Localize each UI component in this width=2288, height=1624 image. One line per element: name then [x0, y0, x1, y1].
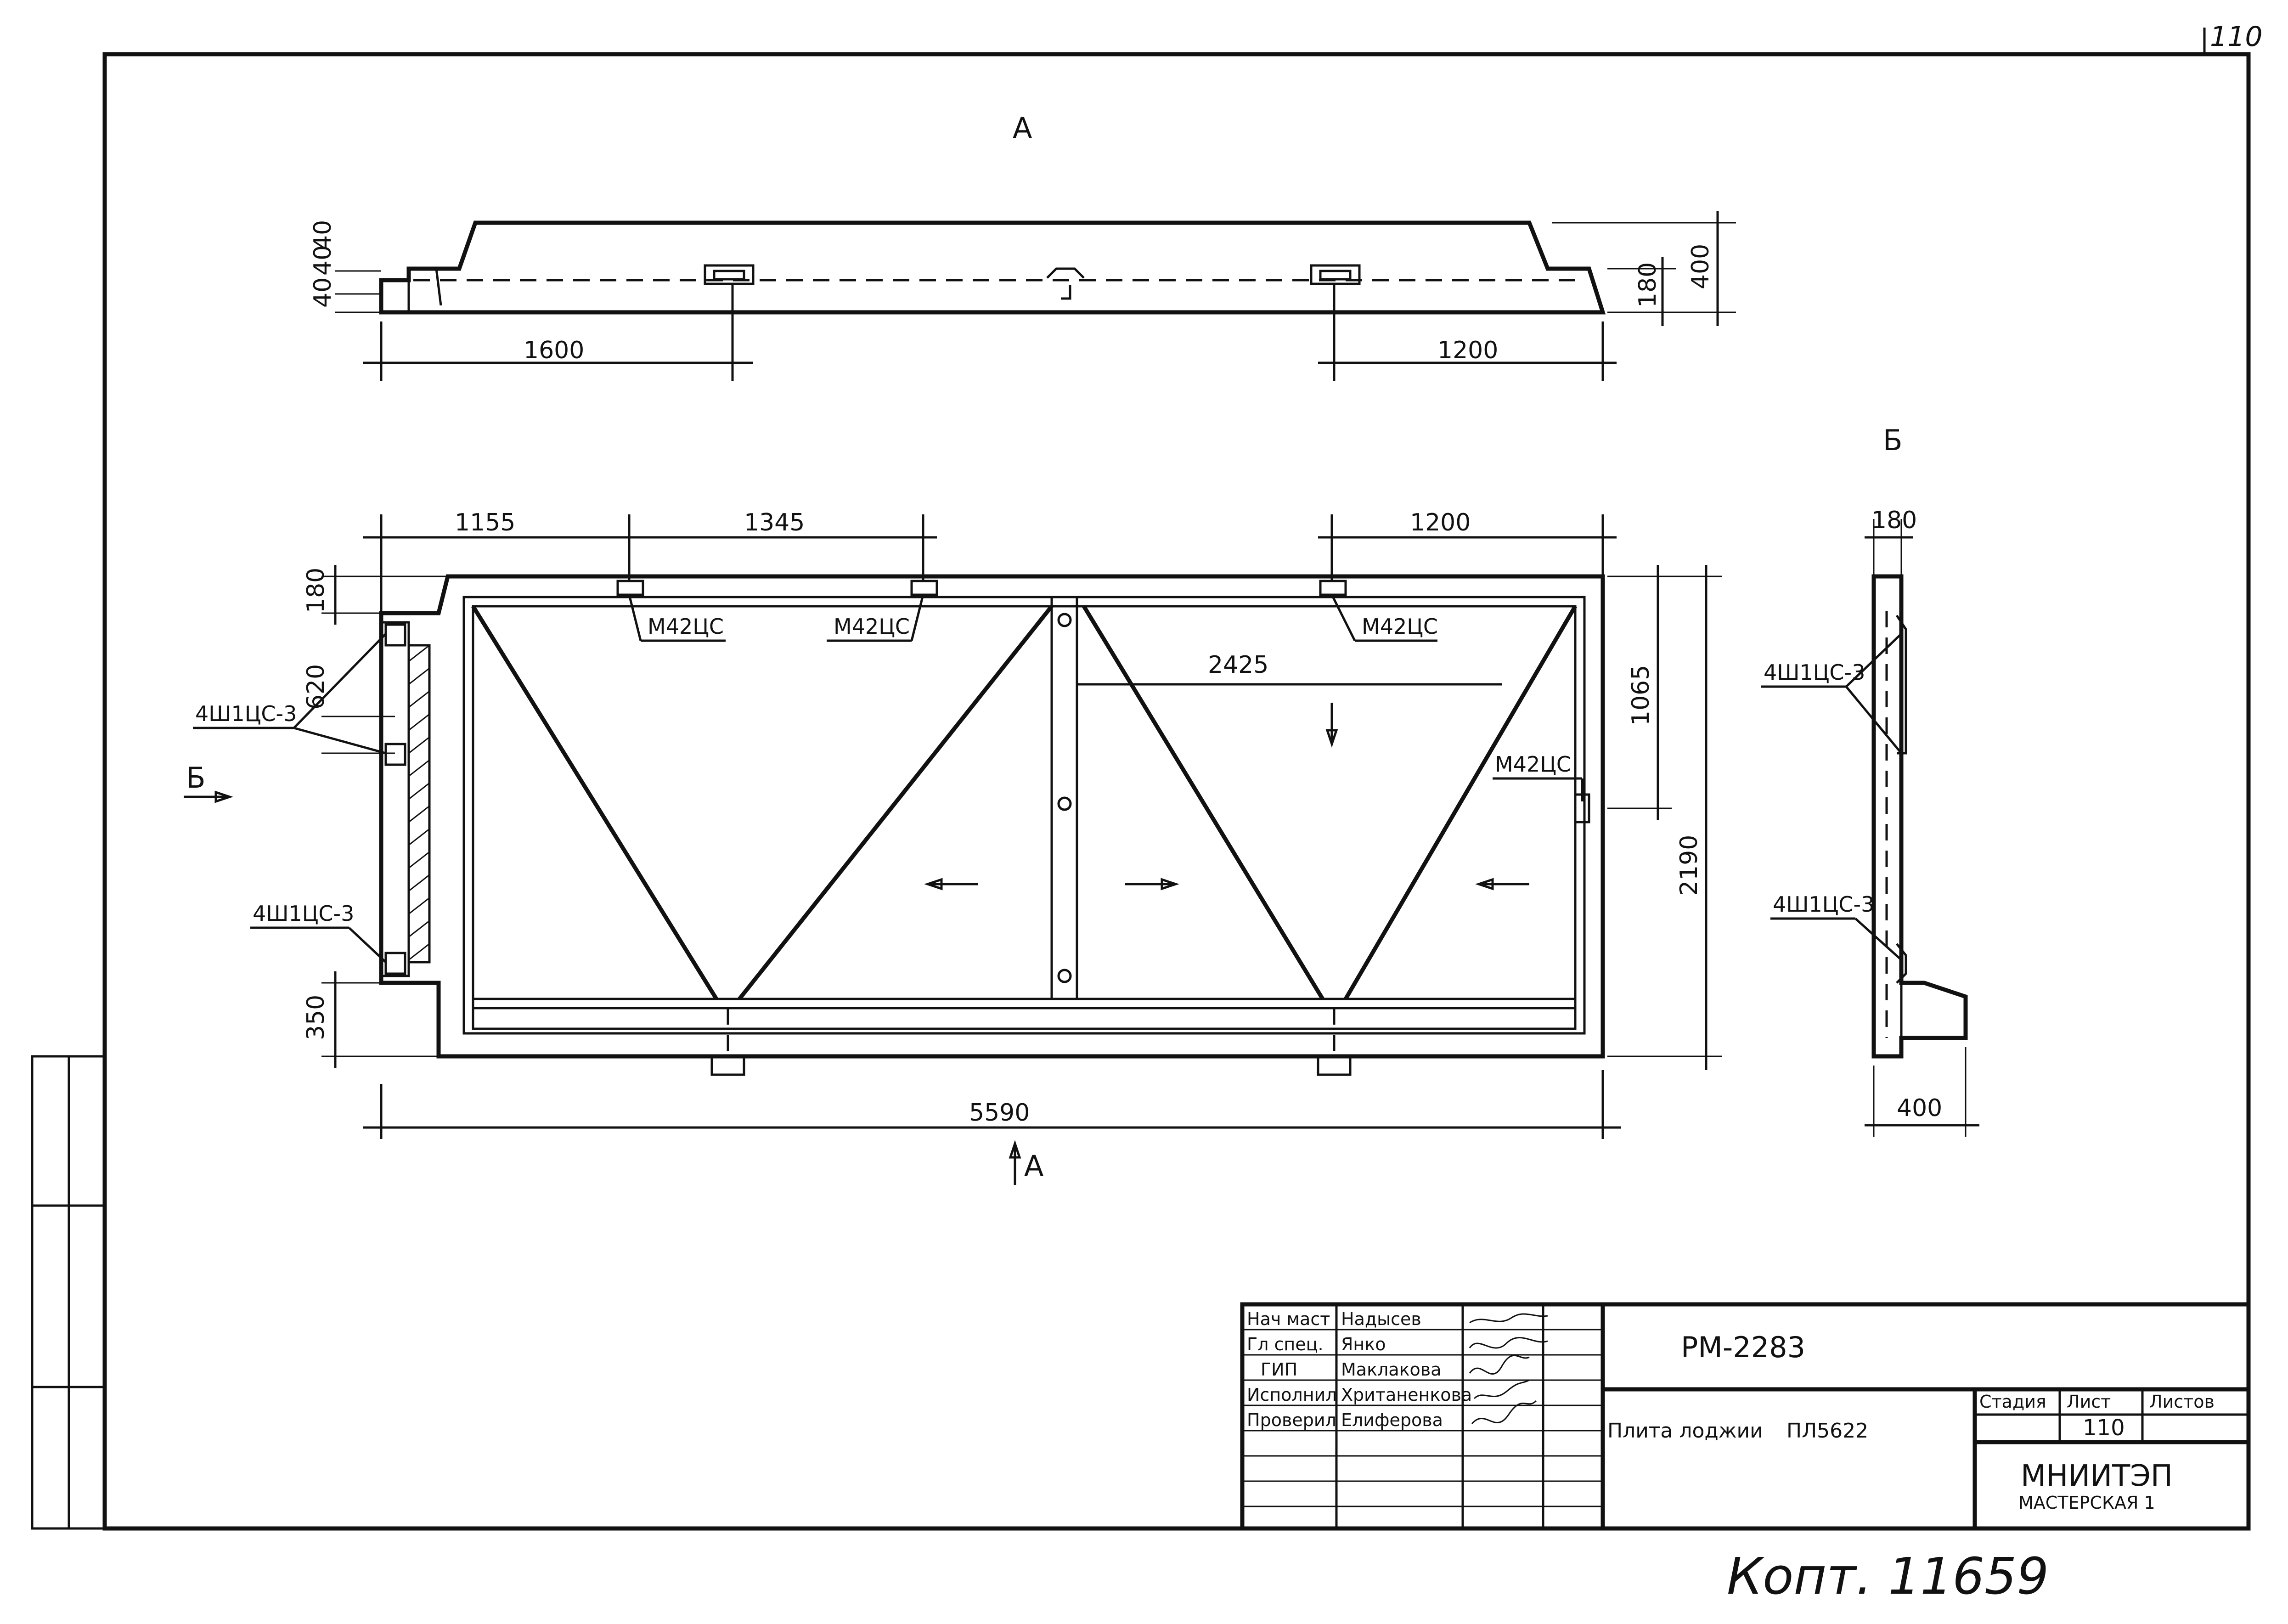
plan-dim-right-inner: 1065 [1627, 665, 1655, 726]
tb-name-0: Надысев [1341, 1309, 1421, 1329]
plan-callout-m2: М42ЦС [834, 614, 910, 639]
plan-callout-left-lower: 4Ш1ЦС-3 [253, 901, 354, 926]
view-b-dim-top: 180 [1871, 507, 1917, 534]
tb-role-3: Исполнил [1247, 1385, 1337, 1405]
tb-sheet-value: 110 [2083, 1415, 2125, 1441]
binding-strip [31, 1055, 106, 1530]
tb-role-2: ГИП [1261, 1359, 1297, 1380]
plan-section-b-label: Б [186, 761, 206, 795]
plan-callout-m1: М42ЦС [648, 614, 724, 639]
tb-sheets-header: Листов [2149, 1392, 2215, 1412]
view-b-callout-upper: 4Ш1ЦС-3 [1764, 660, 1865, 685]
tb-name-1: Янко [1341, 1334, 1386, 1354]
plan-dim-bottom: 5590 [969, 1099, 1030, 1127]
view-a-dim-right-outer: 400 [1687, 244, 1714, 289]
footer-handwritten: Копт. 11659 [1727, 1547, 2049, 1606]
view-a-dim-right-inner: 180 [1634, 262, 1662, 308]
view-a-dim-bottom-left: 1600 [524, 337, 584, 364]
view-b-callout-lower: 4Ш1ЦС-3 [1773, 892, 1874, 917]
view-a-dim-top-left-a: 40 [309, 245, 337, 276]
tb-role-1: Гл спец. [1247, 1334, 1324, 1354]
tb-org-sub: МАСТЕРСКАЯ 1 [2018, 1493, 2155, 1513]
plan-callout-m3: М42ЦС [1362, 614, 1438, 639]
tb-name-4: Елиферова [1341, 1410, 1443, 1430]
plan-dim-right-outer: 2190 [1675, 835, 1703, 896]
tb-code: РМ-2283 [1681, 1331, 1805, 1364]
tb-role-4: Проверил [1247, 1410, 1336, 1430]
title-block: Нач маст Надысев Гл спец. Янко ГИП Макла… [1240, 1302, 2251, 1531]
plan-dim-left-bottom: 350 [302, 995, 330, 1040]
view-b-label: Б [1883, 423, 1903, 457]
sheet-frame [102, 52, 2251, 1531]
plan-dim-inner-span: 2425 [1208, 651, 1268, 679]
tb-stage-header: Стадия [1979, 1392, 2046, 1412]
view-a: А 40 40 40 1600 1200 [309, 111, 1736, 381]
plan-view: 1155 1345 1200 М42ЦС М42ЦС М42ЦС М42ЦС 2… [184, 509, 1722, 1185]
plan-dim-left-mid: 620 [302, 664, 330, 710]
plan-section-a-label: А [1024, 1149, 1043, 1183]
signatures [1469, 1313, 1548, 1424]
view-b: Б 180 400 4Ш1ЦС-3 4Ш1ЦС-3 [1761, 423, 1979, 1137]
tb-title: Плита лоджии [1607, 1419, 1763, 1443]
tb-sheet-header: Лист [2067, 1392, 2111, 1412]
sheet-corner-mark: 110 [2210, 21, 2263, 53]
view-b-dim-bottom: 400 [1897, 1094, 1942, 1122]
view-a-dim-bottom-right: 1200 [1437, 337, 1498, 364]
plan-dim-top-3: 1200 [1410, 509, 1471, 536]
view-a-dim-left-lower: 40 [309, 277, 337, 308]
tb-role-0: Нач маст [1247, 1309, 1330, 1329]
tb-name-2: Маклакова [1341, 1359, 1441, 1380]
tb-org-name: МНИИТЭП [2021, 1459, 2173, 1493]
plan-dim-top-2: 1345 [744, 509, 805, 536]
view-a-dim-top-left-b: 40 [309, 220, 337, 250]
plan-dim-left-top: 180 [302, 568, 330, 613]
plan-callout-m4: М42ЦС [1495, 752, 1571, 777]
tb-mark: ПЛ5622 [1786, 1419, 1868, 1443]
tb-name-3: Хританенкова [1341, 1385, 1472, 1405]
view-a-label: А [1013, 111, 1032, 145]
plan-callout-left-upper: 4Ш1ЦС-3 [195, 701, 297, 726]
plan-dim-top-1: 1155 [455, 509, 515, 536]
